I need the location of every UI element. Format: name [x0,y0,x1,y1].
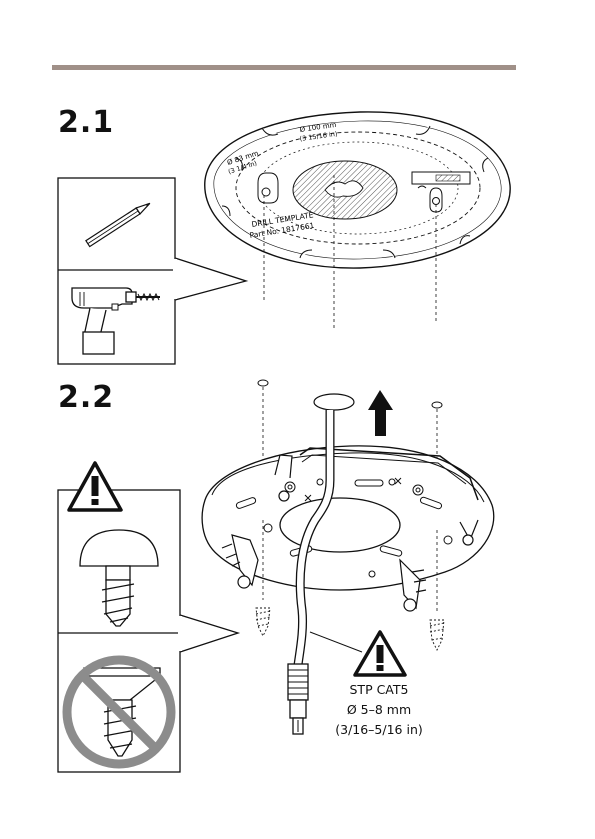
cable-type-label: STP CAT5 [330,682,428,697]
cable-diameter-in: (3/16–5/16 in) [330,722,428,737]
drill-template [205,112,510,268]
mounting-bracket [202,446,494,611]
warning-icon [69,463,121,510]
mounting-screw-right [430,620,444,650]
arrow-up-icon [368,390,393,436]
cable-hole [314,394,354,410]
ceiling-screw-hole-right [432,402,442,408]
cable-warning-icon [355,632,405,675]
ceiling-screw-hole-left [258,380,268,386]
cable-diameter-mm: Ø 5–8 mm [330,702,428,717]
mounting-screw-left [256,608,270,636]
